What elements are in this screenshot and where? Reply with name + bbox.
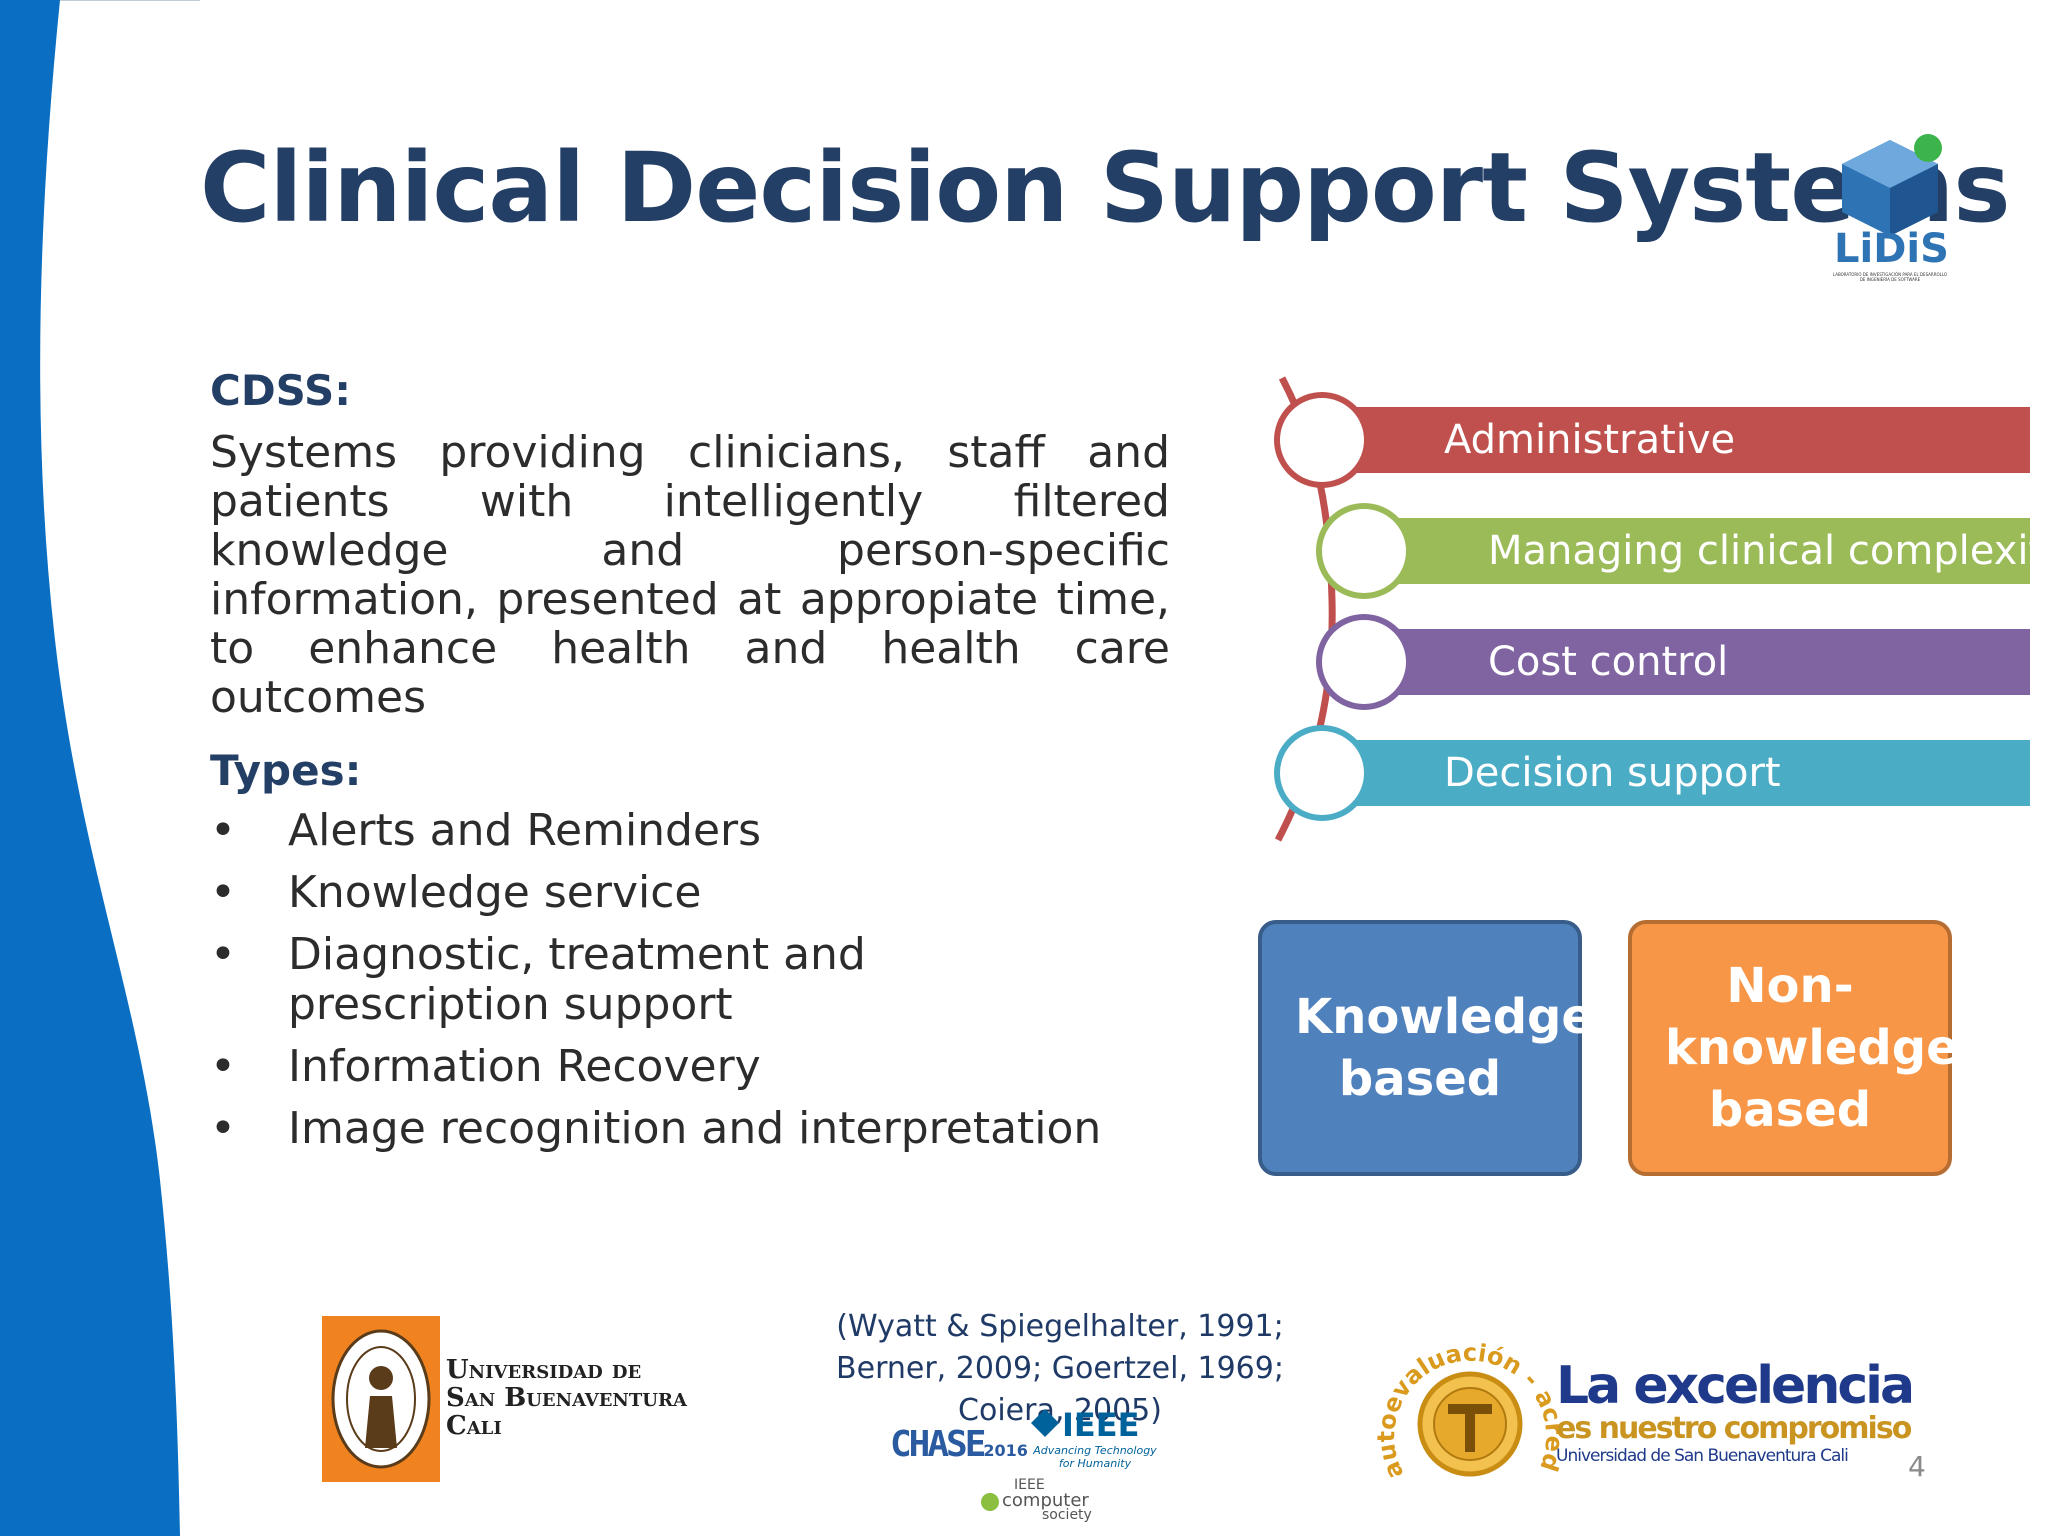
university-name: Universidad de San Buenaventura Cali — [446, 1356, 687, 1440]
university-name-line1: Universidad de — [446, 1355, 642, 1385]
purpose-bar-administrative: Administrative — [1340, 407, 2030, 473]
chase-logo: CHASE2016 — [890, 1424, 1028, 1465]
type-item-alerts: Alerts and Reminders — [210, 806, 1130, 857]
university-logo: Universidad de San Buenaventura Cali — [322, 1316, 742, 1484]
chase-name: CHASE — [890, 1424, 986, 1465]
purpose-label-decision-support: Decision support — [1444, 750, 1781, 796]
computer-society-icon — [981, 1493, 999, 1511]
type-item-diagnostic: Diagnostic, treatment and prescription s… — [210, 930, 1130, 1030]
ieee-diamond-icon — [1031, 1409, 1059, 1437]
purpose-label-managing-complexity: Managing clinical complexity — [1488, 528, 2048, 574]
excellence-logo: La excelencia es nuestro compromiso Univ… — [1556, 1356, 1915, 1468]
purpose-label-cost-control: Cost control — [1488, 639, 1729, 685]
excellence-university: Universidad de San Buenaventura Cali — [1556, 1446, 1849, 1466]
ieee-logo: IEEE Advancing Technology for Humanity — [1030, 1406, 1160, 1472]
purpose-bar-decision-support: Decision support — [1340, 740, 2030, 806]
non-knowledge-based-label: Non-knowledge based — [1665, 958, 1959, 1138]
types-heading: Types: — [210, 746, 362, 795]
type-item-information-recovery: Information Recovery — [210, 1042, 1130, 1093]
purpose-ring-managing-complexity — [1316, 503, 1412, 599]
computer-society-text: IEEE computer society — [1002, 1477, 1092, 1523]
non-knowledge-based-box: Non-knowledge based — [1628, 920, 1959, 1176]
lidis-logo: LiDiS LABORATORIO DE INVESTIGACIÓN PARA … — [1820, 128, 1960, 288]
purposes-diagram: Administrative Managing clinical complex… — [1270, 370, 2048, 850]
cdss-heading: CDSS: — [210, 366, 352, 415]
ieee-name: IEEE — [1062, 1406, 1140, 1444]
university-crest-icon — [331, 1329, 431, 1469]
lidis-name: LiDiS — [1834, 226, 1949, 272]
seal-t-mark — [1448, 1404, 1492, 1452]
excellence-title: La excelencia — [1556, 1356, 1915, 1416]
lidis-subtitle: LABORATORIO DE INVESTIGACIÓN PARA EL DES… — [1832, 272, 1948, 282]
university-crest-background — [322, 1316, 440, 1482]
university-name-line2: San Buenaventura — [446, 1383, 687, 1413]
types-list: Alerts and Reminders Knowledge service D… — [210, 806, 1130, 1166]
computer-society-logo: IEEE computer society — [980, 1478, 1120, 1530]
page-title: Clinical Decision Support Systems — [200, 132, 2010, 244]
purpose-label-administrative: Administrative — [1444, 417, 1736, 463]
purpose-ring-decision-support — [1274, 725, 1370, 821]
left-wave-decoration — [0, 0, 200, 1536]
excellence-subtitle: es nuestro compromiso — [1556, 1411, 1912, 1446]
accreditation-seal: autoevaluación - acreditación — [1374, 1324, 1564, 1483]
purpose-ring-administrative — [1274, 392, 1370, 488]
lidis-cube-icon — [1842, 134, 1942, 236]
ieee-tagline: Advancing Technology for Humanity — [1033, 1444, 1157, 1470]
purpose-ring-cost-control — [1316, 614, 1412, 710]
university-name-line3: Cali — [446, 1411, 502, 1441]
page-number: 4 — [1908, 1450, 1926, 1483]
type-item-image-recognition: Image recognition and interpretation — [210, 1104, 1130, 1155]
knowledge-based-label: Knowledge based — [1295, 989, 1594, 1107]
knowledge-based-box: Knowledge based — [1258, 920, 1594, 1176]
type-item-knowledge-service: Knowledge service — [210, 868, 1130, 919]
chase-year: 2016 — [983, 1441, 1028, 1460]
citation: (Wyatt & Spiegelhalter, 1991; Berner, 20… — [836, 1309, 1284, 1428]
purpose-bar-cost-control: Cost control — [1384, 629, 2030, 695]
purpose-bar-managing-complexity: Managing clinical complexity — [1384, 518, 2048, 584]
cdss-definition: Systems providing clinicians, staff and … — [210, 427, 1170, 723]
